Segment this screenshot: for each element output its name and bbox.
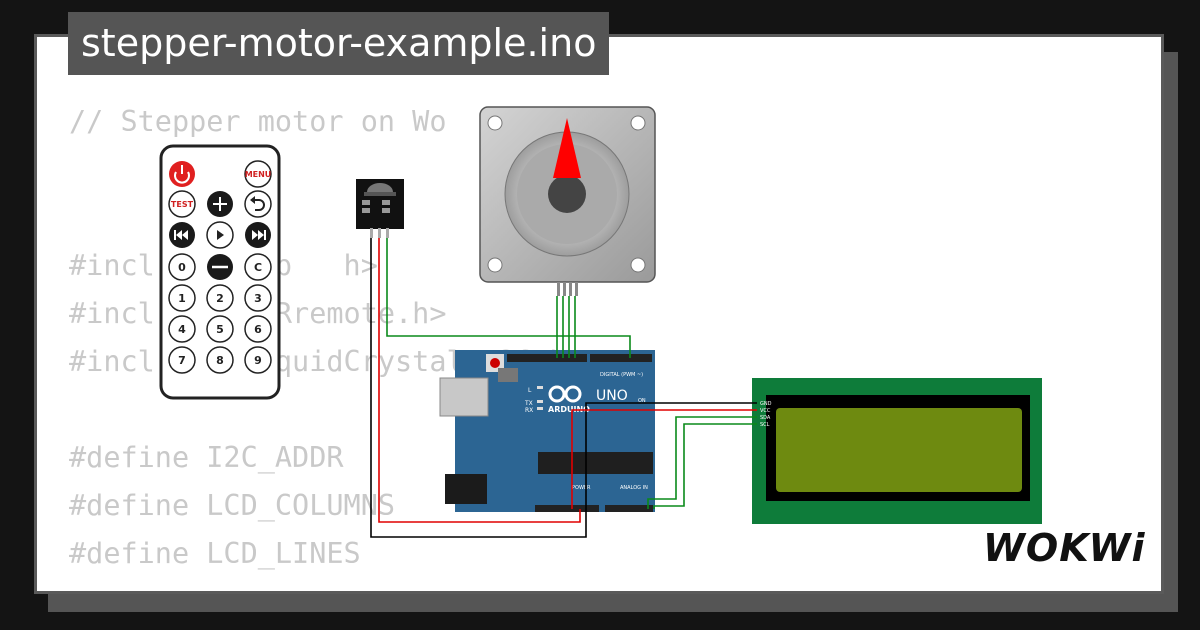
test-button[interactable]: TEST — [168, 190, 196, 218]
digit-8-button[interactable]: 8 — [206, 346, 234, 374]
svg-text:ANALOG IN: ANALOG IN — [620, 485, 648, 491]
lcd-display[interactable]: GND VCC SDA SCL — [752, 378, 1042, 524]
svg-text:0: 0 — [178, 261, 186, 274]
menu-label: MENU — [245, 170, 272, 179]
project-title: stepper-motor-example.ino — [68, 12, 610, 75]
arduino-logo — [548, 385, 582, 403]
ir-receiver[interactable] — [356, 179, 404, 238]
svg-text:5: 5 — [216, 323, 224, 336]
digit-5-button[interactable]: 5 — [206, 315, 234, 343]
svg-text:POWER: POWER — [572, 485, 591, 491]
svg-text:2: 2 — [216, 292, 224, 305]
wokwi-logo: WOKWi — [977, 526, 1152, 570]
plus-button[interactable] — [207, 191, 233, 217]
code-line: #define LCD_LINES — [69, 537, 361, 570]
wires — [370, 238, 757, 538]
play-button[interactable] — [206, 221, 234, 249]
ir-remote[interactable]: MENU TEST — [159, 144, 281, 400]
svg-text:1: 1 — [178, 292, 186, 305]
rewind-button[interactable] — [169, 222, 195, 248]
svg-text:ON: ON — [638, 398, 646, 404]
svg-text:C: C — [254, 261, 262, 274]
motor-needle — [553, 118, 581, 178]
lcd-pin-scl: SCL — [760, 422, 770, 428]
digit-7-button[interactable]: 7 — [168, 346, 196, 374]
power-button[interactable] — [169, 161, 195, 187]
arduino-uno[interactable]: DIGITAL (PWM ~) ARDUINO UNO TX RX L ON P… — [439, 350, 655, 512]
clear-button[interactable]: C — [244, 253, 272, 281]
digit-2-button[interactable]: 2 — [206, 284, 234, 312]
svg-text:TX: TX — [524, 400, 533, 407]
code-line: #incl Rremote.h> — [69, 297, 447, 330]
digit-0-button[interactable]: 0 — [168, 253, 196, 281]
digit-6-button[interactable]: 6 — [244, 315, 272, 343]
uno-label: UNO — [596, 388, 628, 404]
digit-3-button[interactable]: 3 — [244, 284, 272, 312]
test-label: TEST — [171, 200, 194, 209]
svg-text:6: 6 — [254, 323, 262, 336]
code-line: #define LCD_COLUMNS — [69, 489, 396, 522]
lcd-pin-vcc: VCC — [760, 408, 771, 414]
digital-label: DIGITAL (PWM ~) — [600, 372, 643, 378]
digit-1-button[interactable]: 1 — [168, 284, 196, 312]
code-line: #define I2C_ADDR — [69, 441, 344, 474]
back-button[interactable] — [244, 190, 272, 218]
svg-text:L: L — [528, 387, 532, 394]
lcd-pin-gnd: GND — [760, 401, 772, 407]
arduino-brand: ARDUINO — [548, 405, 590, 414]
stepper-motor[interactable] — [479, 106, 656, 296]
forward-button[interactable] — [245, 222, 271, 248]
svg-text:7: 7 — [178, 354, 186, 367]
menu-button[interactable]: MENU — [244, 160, 272, 188]
code-line: // Stepper motor on Wo — [69, 105, 447, 138]
digit-9-button[interactable]: 9 — [244, 346, 272, 374]
lcd-pin-sda: SDA — [760, 415, 771, 421]
svg-text:9: 9 — [254, 354, 262, 367]
svg-text:3: 3 — [254, 292, 262, 305]
minus-button[interactable] — [207, 254, 233, 280]
digit-4-button[interactable]: 4 — [168, 315, 196, 343]
svg-text:RX: RX — [525, 407, 533, 414]
svg-text:8: 8 — [216, 354, 224, 367]
svg-text:4: 4 — [178, 323, 186, 336]
